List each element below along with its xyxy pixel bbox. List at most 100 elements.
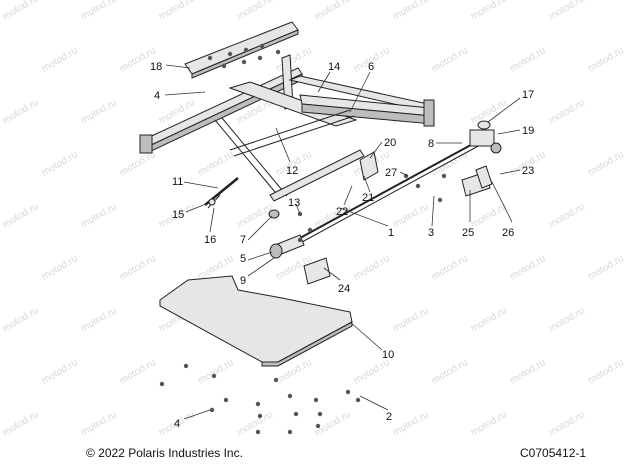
callout-21: 21 — [362, 192, 374, 204]
fastener-part — [257, 413, 263, 419]
fastener-part — [287, 393, 293, 399]
diagram-code: C0705412-1 — [520, 446, 587, 460]
watermark-text: motod.ru — [235, 409, 275, 438]
watermark-text: motod.ru — [547, 97, 587, 126]
callout-14: 14 — [328, 61, 340, 73]
callout-24: 24 — [338, 283, 350, 295]
watermark-text: motod.ru — [79, 201, 119, 230]
fastener-part — [307, 227, 313, 233]
fastener-part — [255, 429, 261, 435]
watermark-text: motod.ru — [586, 149, 625, 178]
skid-plate-part — [159, 275, 353, 367]
watermark-text: motod.ru — [391, 409, 431, 438]
callout-4: 4 — [154, 90, 160, 102]
watermark-text: motod.ru — [1, 201, 41, 230]
callout-7: 7 — [240, 234, 246, 246]
latch-parts — [268, 120, 502, 285]
fastener-part — [183, 363, 189, 369]
watermark-text: motod.ru — [586, 253, 625, 282]
watermark-text: motod.ru — [40, 357, 80, 386]
fastener-part — [297, 237, 303, 243]
watermark-text: motod.ru — [508, 357, 548, 386]
fastener-part — [273, 377, 279, 383]
callout-17: 17 — [522, 89, 534, 101]
watermark-text: motod.ru — [586, 357, 625, 386]
fastener-part — [227, 51, 233, 57]
watermark-text: motod.ru — [586, 45, 625, 74]
watermark-text: motod.ru — [1, 305, 41, 334]
watermark-text: motod.ru — [118, 357, 158, 386]
fastener-part — [275, 49, 281, 55]
watermark-text: motod.ru — [547, 201, 587, 230]
callout-9: 9 — [240, 275, 246, 287]
fastener-scatter — [159, 43, 447, 435]
watermark-text: motod.ru — [391, 201, 431, 230]
gas-strut-part — [204, 177, 239, 209]
watermark-text: motod.ru — [118, 253, 158, 282]
watermark-text: motod.ru — [352, 357, 392, 386]
watermark-text: motod.ru — [430, 253, 470, 282]
watermark-text: motod.ru — [547, 0, 587, 23]
watermark-text: motod.ru — [391, 305, 431, 334]
watermark-text: motod.ru — [40, 253, 80, 282]
callout-23: 23 — [522, 165, 534, 177]
callout-19: 19 — [522, 125, 534, 137]
watermark-pattern: motod.ru motod.ru motod.ru motod.ru motod.ru… — [1, 0, 625, 439]
callout-18: 18 — [150, 61, 162, 73]
watermark-text: motod.ru — [79, 409, 119, 438]
fastener-part — [223, 397, 229, 403]
callout-10: 10 — [382, 349, 394, 361]
watermark-text: motod.ru — [508, 253, 548, 282]
callout-20: 20 — [384, 137, 396, 149]
fastener-part — [317, 411, 323, 417]
watermark-text: motod.ru — [508, 45, 548, 74]
handle-part — [269, 234, 305, 259]
callout-8: 8 — [428, 138, 434, 150]
watermark-text: motod.ru — [235, 201, 275, 230]
fastener-part — [255, 401, 261, 407]
callout-1: 1 — [388, 227, 394, 239]
watermark-text: motod.ru — [235, 0, 275, 23]
watermark-text: motod.ru — [1, 97, 41, 126]
fastener-part — [313, 397, 319, 403]
fastener-part — [207, 55, 213, 61]
fastener-part — [415, 183, 421, 189]
callout-11: 11 — [172, 176, 183, 188]
watermark-text: motod.ru — [157, 0, 197, 23]
copyright-text: © 2022 Polaris Industries Inc. — [86, 446, 243, 460]
callout-3: 3 — [428, 227, 434, 239]
callout-22: 22 — [336, 206, 348, 218]
watermark-text: motod.ru — [1, 0, 41, 23]
fastener-part — [257, 55, 263, 61]
watermark-text: motod.ru — [79, 97, 119, 126]
fastener-part — [355, 397, 361, 403]
fastener-part — [441, 173, 447, 179]
fastener-part — [243, 47, 249, 53]
watermark-text: motod.ru — [40, 45, 80, 74]
fastener-part — [241, 59, 247, 65]
watermark-text: motod.ru — [547, 305, 587, 334]
fastener-part — [211, 373, 217, 379]
watermark-text: motod.ru — [196, 357, 236, 386]
watermark-text: motod.ru — [469, 305, 509, 334]
fastener-part — [437, 197, 443, 203]
callout-5: 5 — [240, 253, 246, 265]
fastener-part — [259, 43, 265, 49]
fastener-part — [403, 173, 409, 179]
callout-15: 15 — [172, 209, 184, 221]
callout-labels: 18 14 6 4 17 19 8 20 12 27 23 11 21 15 2… — [150, 61, 534, 430]
fastener-part — [345, 389, 351, 395]
callout-13: 13 — [288, 197, 300, 209]
watermark-text: motod.ru — [547, 409, 587, 438]
callout-12: 12 — [286, 165, 298, 177]
cargo-frame-part — [139, 54, 435, 202]
callout-2: 2 — [386, 411, 392, 423]
watermark-text: motod.ru — [430, 357, 470, 386]
watermark-text: motod.ru — [79, 0, 119, 23]
fastener-part — [221, 63, 227, 69]
watermark-text: motod.ru — [196, 149, 236, 178]
callout-16: 16 — [204, 234, 216, 246]
fastener-part — [209, 407, 215, 413]
